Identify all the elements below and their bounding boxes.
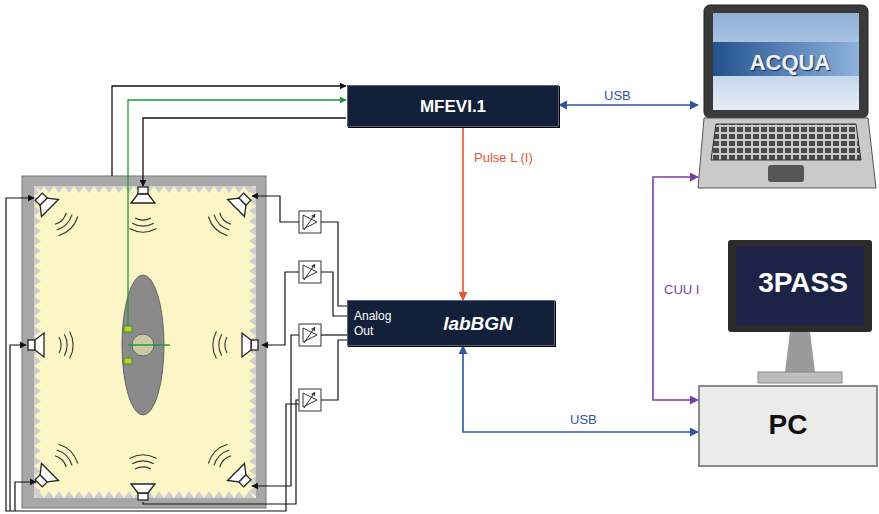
loudspeaker	[228, 188, 256, 216]
wire	[321, 340, 347, 400]
device-box: Analog OutlabBGN	[347, 300, 555, 346]
sound-wave	[132, 461, 154, 464]
wire	[143, 400, 299, 504]
loudspeaker	[228, 464, 256, 492]
sound-wave	[219, 334, 222, 356]
sound-wave	[57, 215, 72, 230]
loudspeaker	[30, 464, 58, 492]
amplifier-symbol	[299, 389, 321, 411]
laptop-base	[698, 118, 876, 188]
wire	[10, 345, 26, 511]
signal-connector	[463, 346, 698, 432]
sound-wave	[213, 331, 216, 358]
sound-wave	[129, 229, 156, 232]
microphone-wire	[128, 100, 346, 326]
wire	[252, 196, 299, 222]
wire	[252, 335, 299, 486]
sound-wave	[57, 450, 72, 465]
sound-wave	[135, 218, 151, 220]
pc-box: PC	[698, 385, 878, 467]
wire	[6, 198, 299, 511]
sound-wave	[55, 213, 66, 224]
test-room	[22, 176, 266, 508]
sound-wave	[220, 213, 231, 224]
monitor-display: 3PASS	[728, 240, 878, 385]
signal-connector	[462, 127, 464, 300]
connector-label: USB	[602, 88, 633, 103]
wire	[262, 272, 299, 345]
amplifier-symbol	[299, 211, 321, 233]
sound-wave	[214, 450, 229, 465]
signal-connector	[559, 104, 698, 106]
laptop-computer: ACQUA	[698, 5, 879, 191]
loudspeakers	[28, 187, 258, 500]
monitor-neck	[785, 332, 815, 372]
room-wall	[22, 176, 266, 508]
monitor-foot	[758, 372, 842, 383]
loudspeaker	[131, 484, 155, 500]
amplifier-symbol	[299, 324, 321, 346]
sound-wave	[220, 456, 231, 467]
ear-microphone	[124, 326, 132, 332]
loudspeaker	[242, 333, 258, 357]
absorber-wedges	[34, 186, 256, 498]
keyboard	[711, 124, 861, 160]
sound-wave	[59, 337, 61, 353]
device-name: MFEVI.1	[348, 97, 558, 117]
sound-wave	[59, 444, 78, 463]
head-and-torso	[122, 275, 170, 415]
amplifier-symbol	[299, 261, 321, 283]
device-name: labBGN	[408, 313, 548, 335]
connector-label: CUU I	[662, 282, 701, 297]
port-label: Analog Out	[354, 309, 408, 339]
computer-label: PC	[700, 409, 876, 441]
loudspeaker	[28, 333, 44, 357]
software-name: ACQUA	[698, 50, 879, 75]
sound-waves	[55, 213, 231, 469]
wire	[321, 272, 347, 316]
connector-label: Pulse L (I)	[472, 150, 535, 165]
ear-microphone	[124, 358, 132, 364]
sound-wave	[214, 215, 229, 230]
wire	[143, 118, 346, 186]
sound-wave	[55, 456, 66, 467]
connector-layer	[463, 105, 698, 432]
sound-wave	[132, 223, 154, 226]
wire	[15, 482, 36, 511]
device-box: MFEVI.1	[347, 85, 559, 127]
sound-wave	[208, 444, 227, 463]
sound-wave	[208, 217, 227, 236]
sound-wave	[225, 337, 227, 353]
monitor	[728, 240, 872, 383]
software-name: 3PASS	[728, 267, 878, 299]
laptop	[698, 5, 876, 188]
sound-wave	[64, 334, 67, 356]
measurement-wires	[112, 86, 346, 326]
sound-wave	[135, 467, 151, 469]
sound-wave	[70, 331, 73, 358]
connector-label: USB	[568, 412, 599, 427]
sound-wave	[59, 217, 78, 236]
touchpad	[768, 165, 804, 182]
loudspeaker	[131, 187, 155, 203]
loudspeaker	[30, 188, 58, 216]
wire	[321, 222, 347, 306]
speaker-wires	[6, 196, 347, 511]
amplifiers	[299, 211, 321, 411]
room-floor	[34, 186, 256, 498]
sound-wave	[129, 455, 156, 458]
wire	[321, 334, 347, 335]
ear-axis	[128, 344, 170, 346]
